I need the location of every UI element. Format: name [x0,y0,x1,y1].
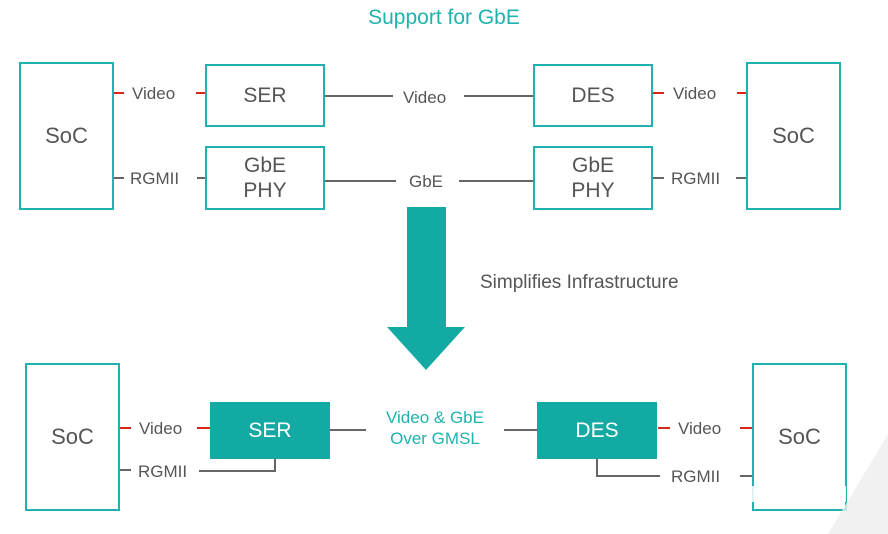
rgmii-path [199,458,276,472]
gbe-link-label: GbE [409,172,444,191]
video-label: Video [139,419,183,438]
des-label: DES [571,84,615,107]
video-label: Video [678,419,722,438]
phy-label-line1: GbE [571,154,615,177]
soc-box-top-right: SoC [746,62,841,210]
video-label: Video [673,84,717,103]
rgmii-label: RGMII [671,467,721,486]
ser-box-bottom: SER [210,402,330,459]
rgmii-label: RGMII [130,169,180,188]
soc-label: SoC [45,123,88,148]
video-link-label: Video [403,88,447,107]
down-arrow-icon [387,207,465,370]
ser-label: SER [243,84,287,107]
diagram-title: Support for GbE [368,6,520,29]
ser-box-top: SER [205,64,325,127]
video-label: Video [132,84,176,103]
rgmii-label: RGMII [671,169,721,188]
soc-label: SoC [778,424,821,449]
soc-box-top-left: SoC [19,62,114,210]
ser-label: SER [248,419,292,442]
gmsl-link-label: Video & GbE Over GMSL [366,407,504,449]
watermark-icon [828,434,888,534]
phy-label-line1: GbE [243,154,287,177]
watermark-overlay [736,486,846,502]
soc-label: SoC [772,123,815,148]
des-label: DES [575,419,619,442]
des-box-top: DES [533,64,653,127]
des-box-bottom: DES [537,402,657,459]
gbe-phy-box-left: GbE PHY [205,146,325,210]
rgmii-label: RGMII [138,462,188,481]
phy-label-line2: PHY [571,179,615,202]
soc-label: SoC [51,424,94,449]
rgmii-path [596,458,660,477]
phy-label-line2: PHY [243,179,287,202]
simplifies-infrastructure-label: Simplifies Infrastructure [480,272,679,293]
gmsl-label-line1: Video & GbE [386,408,484,427]
gbe-phy-box-right: GbE PHY [533,146,653,210]
gmsl-label-line2: Over GMSL [390,429,480,448]
soc-box-bottom-left: SoC [25,363,120,511]
